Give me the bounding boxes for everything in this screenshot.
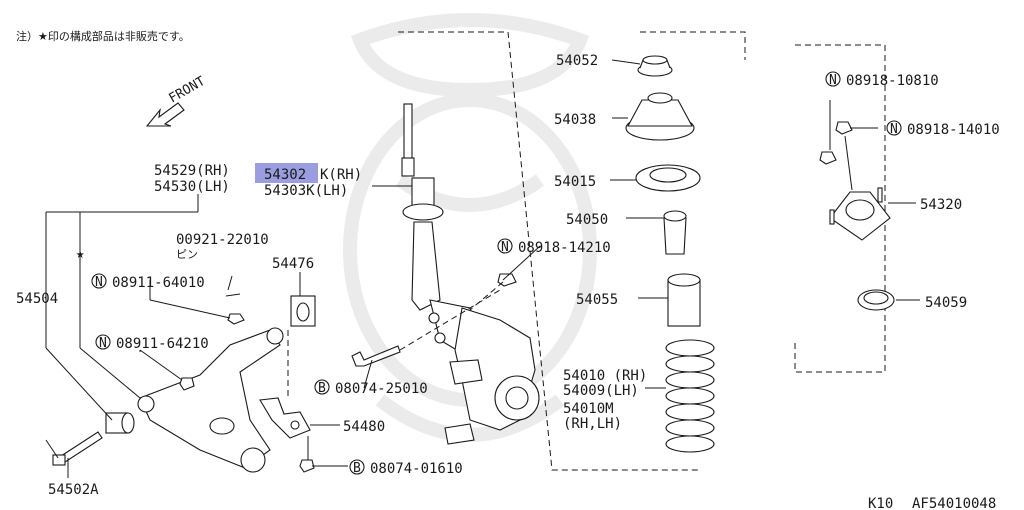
label-54502a: 54502A [48,482,99,498]
label-54476: 54476 [272,256,314,272]
nut-64210 [179,377,195,391]
front-arrow: FRONT [145,74,209,127]
lower-control-arm [137,327,284,473]
part-54015-seat [635,164,701,192]
label-08911-64210: 08911-64210 [116,336,209,352]
n-mark-text: N [99,336,107,351]
label-54010-rh: 54010 (RH) [563,368,647,384]
leader-lines [45,59,920,478]
n-mark-icon [825,71,841,87]
n-mark-icon [886,120,902,136]
b-mark-text: B [353,461,361,476]
label-54320: 54320 [920,197,962,213]
footer-k10: K10 [868,496,893,510]
label-54530-lh: 54530(LH) [154,179,230,195]
note-text: 注）★印の構成部品は非販売です。 [16,29,190,43]
label-08918-10810: 08918-10810 [846,73,939,89]
label-54052: 54052 [556,53,598,69]
part-54476-bushing [290,295,316,327]
label-54480: 54480 [343,419,385,435]
part-54480-bracket [259,397,311,439]
part-labels: 54052 54038 54015 54050 54055 54010 (RH)… [16,53,1000,510]
label-54302-suffix: K(RH) [320,167,362,183]
star-mark: ★ [76,246,85,262]
mount-group-outline [794,44,886,373]
n-mark-icon [91,273,107,289]
label-54055: 54055 [576,292,618,308]
steering-knuckle [444,307,540,445]
part-54010-coil-spring [665,339,715,453]
front-label: FRONT [167,74,209,107]
n-mark-icon [497,238,513,254]
label-54010m-sub: (RH,LH) [563,416,622,432]
b-mark-icon [314,379,330,395]
label-54302-highlight: 54302 [264,167,306,183]
label-08911-64010: 08911-64010 [112,275,205,291]
label-54529-rh: 54529(RH) [154,163,230,179]
b-mark-icon [349,459,365,475]
label-54504: 54504 [16,291,58,307]
mount-nuts [819,100,853,191]
n-mark-text: N [95,275,103,290]
highlight-54302 [255,163,318,183]
part-54504-bushing [105,412,135,434]
bolt-01610 [299,459,315,473]
strut-parts-outline [640,31,746,60]
part-54052-cap [637,55,673,77]
label-08074-01610: 08074-01610 [370,461,463,477]
label-08918-14010: 08918-14010 [907,122,1000,138]
n-mark-text: N [501,240,509,255]
label-pin: ピン [176,248,198,261]
label-08074-25010: 08074-25010 [335,381,428,397]
footer-code: AF54010048 [912,496,996,510]
label-54015: 54015 [554,174,596,190]
n-mark-icon [95,334,111,350]
label-54303k-lh: 54303K(LH) [264,183,348,199]
label-54038: 54038 [554,112,596,128]
label-54050: 54050 [566,212,608,228]
part-54502a-bolt [52,431,103,466]
label-54059: 54059 [925,295,967,311]
part-54059-ring [857,289,895,311]
n-mark-text: N [829,73,837,88]
label-00921-22010: 00921-22010 [176,232,269,248]
label-08918-14210: 08918-14210 [518,240,611,256]
n-mark-text: N [890,122,898,137]
strut-group-outline [398,31,700,471]
label-54010m: 54010M [563,401,614,417]
part-54055-dust-cover [667,273,701,327]
bolt-25010 [351,345,401,367]
b-mark-text: B [318,381,326,396]
label-54009-lh: 54009(LH) [563,383,639,399]
nut-64010 [227,313,245,325]
part-54320-mount [829,187,891,241]
part-54050-bumper [663,210,687,255]
part-54038-insulator [625,92,695,141]
